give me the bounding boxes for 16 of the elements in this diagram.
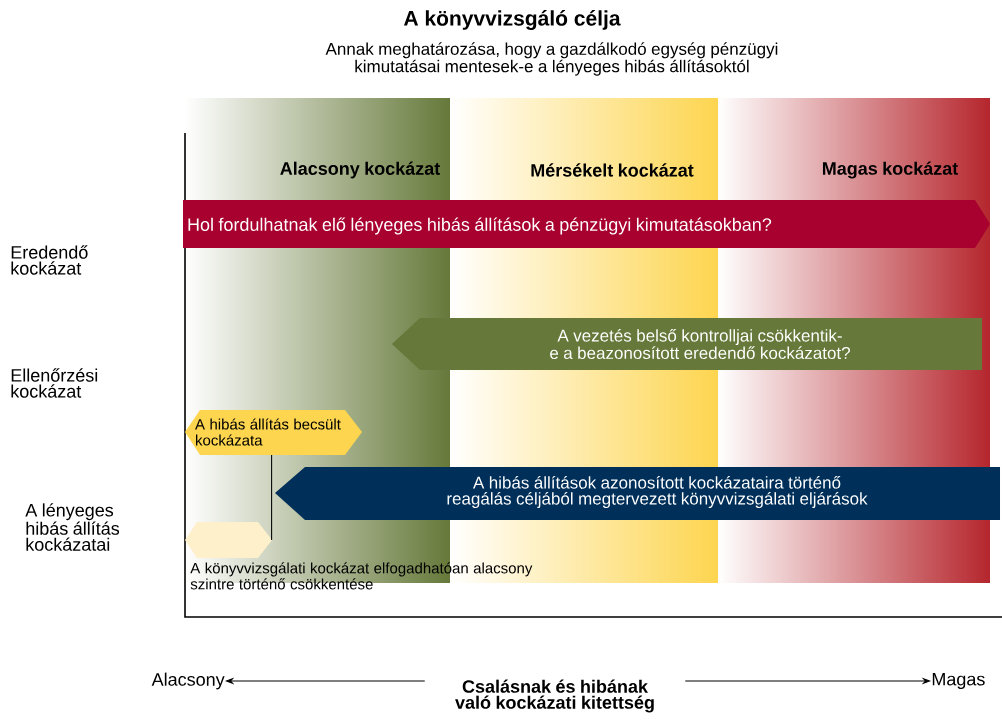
column-heading: Magas kockázat bbox=[822, 161, 958, 179]
axis-title: Csalásnak és hibának való kockázati kitettség bbox=[455, 679, 654, 713]
hexagon bbox=[185, 522, 272, 558]
title: A könyvvizsgáló célja bbox=[404, 10, 621, 30]
subtitle: Annak meghatározása, hogy a gazdálkodó egység pénzügyi kimutatásai mentesek-e a lényeges hibás állításoktól bbox=[325, 42, 778, 76]
column-heading: Alacsony kockázat bbox=[280, 161, 440, 179]
connector-line bbox=[271, 454, 273, 541]
arrow-banner: Hol fordulhatnak elő lényeges hibás állítások a pénzügyi kimutatásokban? bbox=[183, 200, 990, 248]
row-label: Ellenőrzési kockázat bbox=[11, 368, 98, 398]
row-label: Eredendő kockázat bbox=[11, 245, 88, 275]
axis-end-label: Magas bbox=[932, 672, 985, 690]
row-label: A lényeges hibás állítás kockázatai bbox=[25, 503, 120, 551]
arrow-banner: A hibás állítások azonosított kockázataira történő reagálás céljából megtervezett könyvvizsgálati eljárások bbox=[275, 467, 1000, 520]
axis-end-label: Alacsony bbox=[151, 672, 225, 690]
column-heading: Mérsékelt kockázat bbox=[531, 163, 694, 177]
arrow-banner: A vezetés belső kontrolljai csökkentik-e a beazonosított eredendő kockázatot? bbox=[392, 318, 982, 370]
